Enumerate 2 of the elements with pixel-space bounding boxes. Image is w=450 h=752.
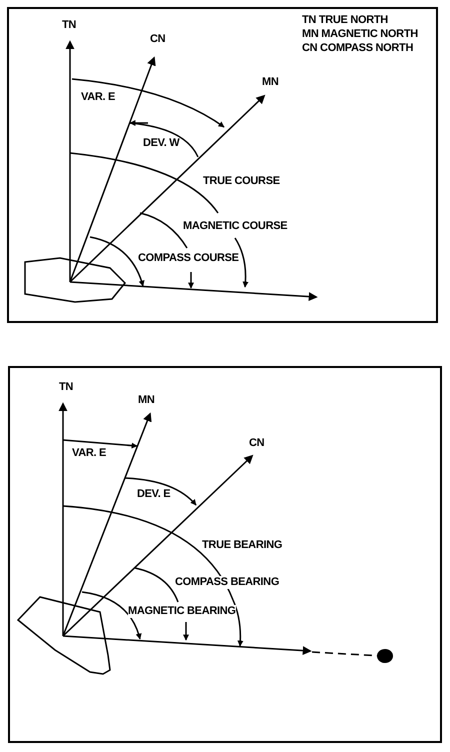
angle-label: MAGNETIC BEARING [128,605,236,618]
angle-label: COMPASS BEARING [175,576,280,589]
